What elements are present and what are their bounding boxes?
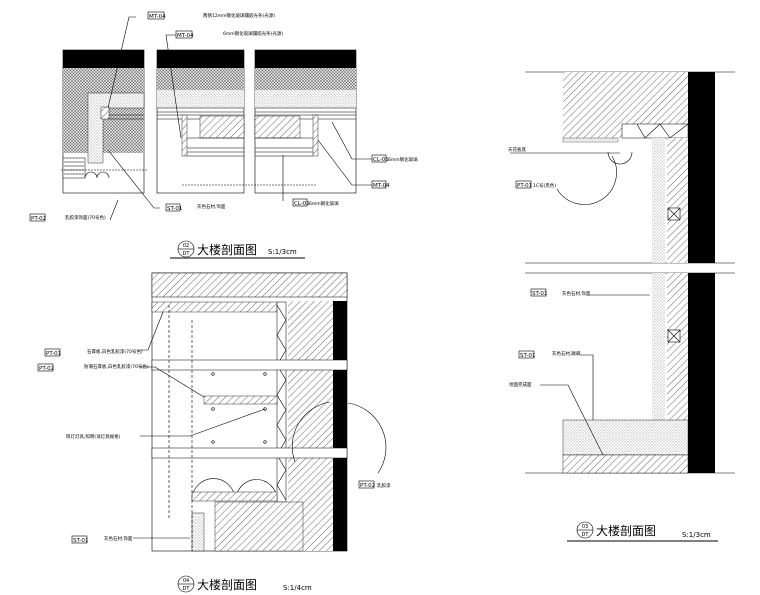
note: 6mm钢化玻璃镶嵌光条(光源)	[223, 30, 283, 37]
tag: MT-04	[373, 183, 390, 189]
note: 乳胶漆饰面(70号色)	[65, 214, 106, 221]
material-tags: MT-04 MT-04 CL-01 MT-04 CL-01 ST-01 PT-0…	[29, 11, 390, 222]
note: 天花板底	[508, 146, 526, 153]
tag: PT-01	[517, 183, 532, 189]
notes: 两侧12mm钢化玻璃镶嵌光条(光源) 6mm钢化玻璃镶嵌光条(光源) 6mm钢化…	[65, 12, 418, 221]
note: 石膏板,白色乳胶漆(70号色)	[87, 348, 143, 355]
panel-left	[62, 49, 145, 194]
note: 筒灯灯具,照明(详灯具规格)	[66, 433, 121, 440]
leader-lines	[61, 16, 372, 221]
section-title: 大楼剖面图	[197, 577, 257, 592]
section-03: PT-01 ST-01 ST-01 天花板底 1C号(黑色) 灰色石材,饰面 灰…	[508, 71, 735, 542]
tag: CL-01	[373, 157, 389, 163]
scale-label: S:1/3cm	[268, 248, 297, 256]
tag: MT-04	[177, 33, 194, 39]
section-number: 03	[582, 524, 588, 530]
fixture-dots	[211, 372, 267, 444]
note: 地面完成面	[509, 381, 532, 388]
material-tags: PT-01 ST-01 ST-01	[515, 180, 547, 359]
note: 灰色石材,踢脚	[552, 350, 581, 357]
note: 两侧12mm钢化玻璃镶嵌光条(光源)	[203, 12, 275, 19]
section-title-03: 03 DT 大楼剖面图 S:1/3cm	[567, 521, 718, 542]
sheet-code: DT	[582, 532, 590, 538]
panel-right	[254, 49, 357, 194]
sheet-code: DT	[183, 586, 191, 592]
tag: PT-02	[39, 366, 54, 372]
notes: 石膏板,白色乳胶漆(70号色) 防潮石膏板,白色乳胶漆(70号色) 筒灯灯具,照…	[66, 348, 391, 542]
note: 灰色石材,饰面	[104, 535, 133, 542]
tag: ST-01	[520, 353, 535, 359]
tag: CL-01	[294, 201, 310, 207]
note: 6mm钢化玻璃	[309, 200, 339, 207]
section-title: 大楼剖面图	[596, 523, 656, 538]
tag: ST-01	[73, 538, 88, 544]
note: 1C号(黑色)	[533, 182, 556, 189]
tag: ST-01	[167, 206, 182, 212]
tag: PT-01	[46, 351, 61, 357]
section-title-04: 04 DT 大楼剖面图 S:1/4cm	[177, 575, 312, 593]
tag: PT-02	[31, 216, 46, 222]
material-tags: PT-01 PT-02 PT-02 ST-01	[37, 348, 375, 544]
note: 防潮石膏板,白色乳胶漆(70号色)	[84, 363, 149, 370]
note: 6mm钢化玻璃	[388, 156, 418, 163]
note: 乳胶漆	[377, 482, 391, 489]
section-title: 大楼剖面图	[197, 242, 257, 257]
section-number: 02	[183, 243, 189, 249]
tag: MT-04	[149, 14, 166, 20]
scale-label: S:1/3cm	[682, 531, 711, 539]
note: 灰色石材,饰面	[562, 290, 591, 297]
section-02: MT-04 MT-04 CL-01 MT-04 CL-01 ST-01 PT-0…	[29, 11, 418, 259]
tag: ST-01	[532, 291, 547, 297]
notes: 天花板底 1C号(黑色) 灰色石材,饰面 灰色石材,踢脚 地面完成面	[508, 146, 591, 388]
note: 灰色石材,饰面	[197, 203, 226, 210]
section-04: PT-01 PT-02 PT-02 ST-01 石膏板,白色乳胶漆(70号色) …	[37, 272, 391, 593]
section-title-02: 02 DT 大楼剖面图 S:1/3cm	[170, 240, 305, 259]
section-number: 04	[183, 578, 189, 584]
scale-label: S:1/4cm	[283, 584, 312, 592]
panel-middle	[156, 49, 245, 194]
sheet-code: DT	[183, 251, 191, 257]
tag: PT-02	[360, 483, 375, 489]
